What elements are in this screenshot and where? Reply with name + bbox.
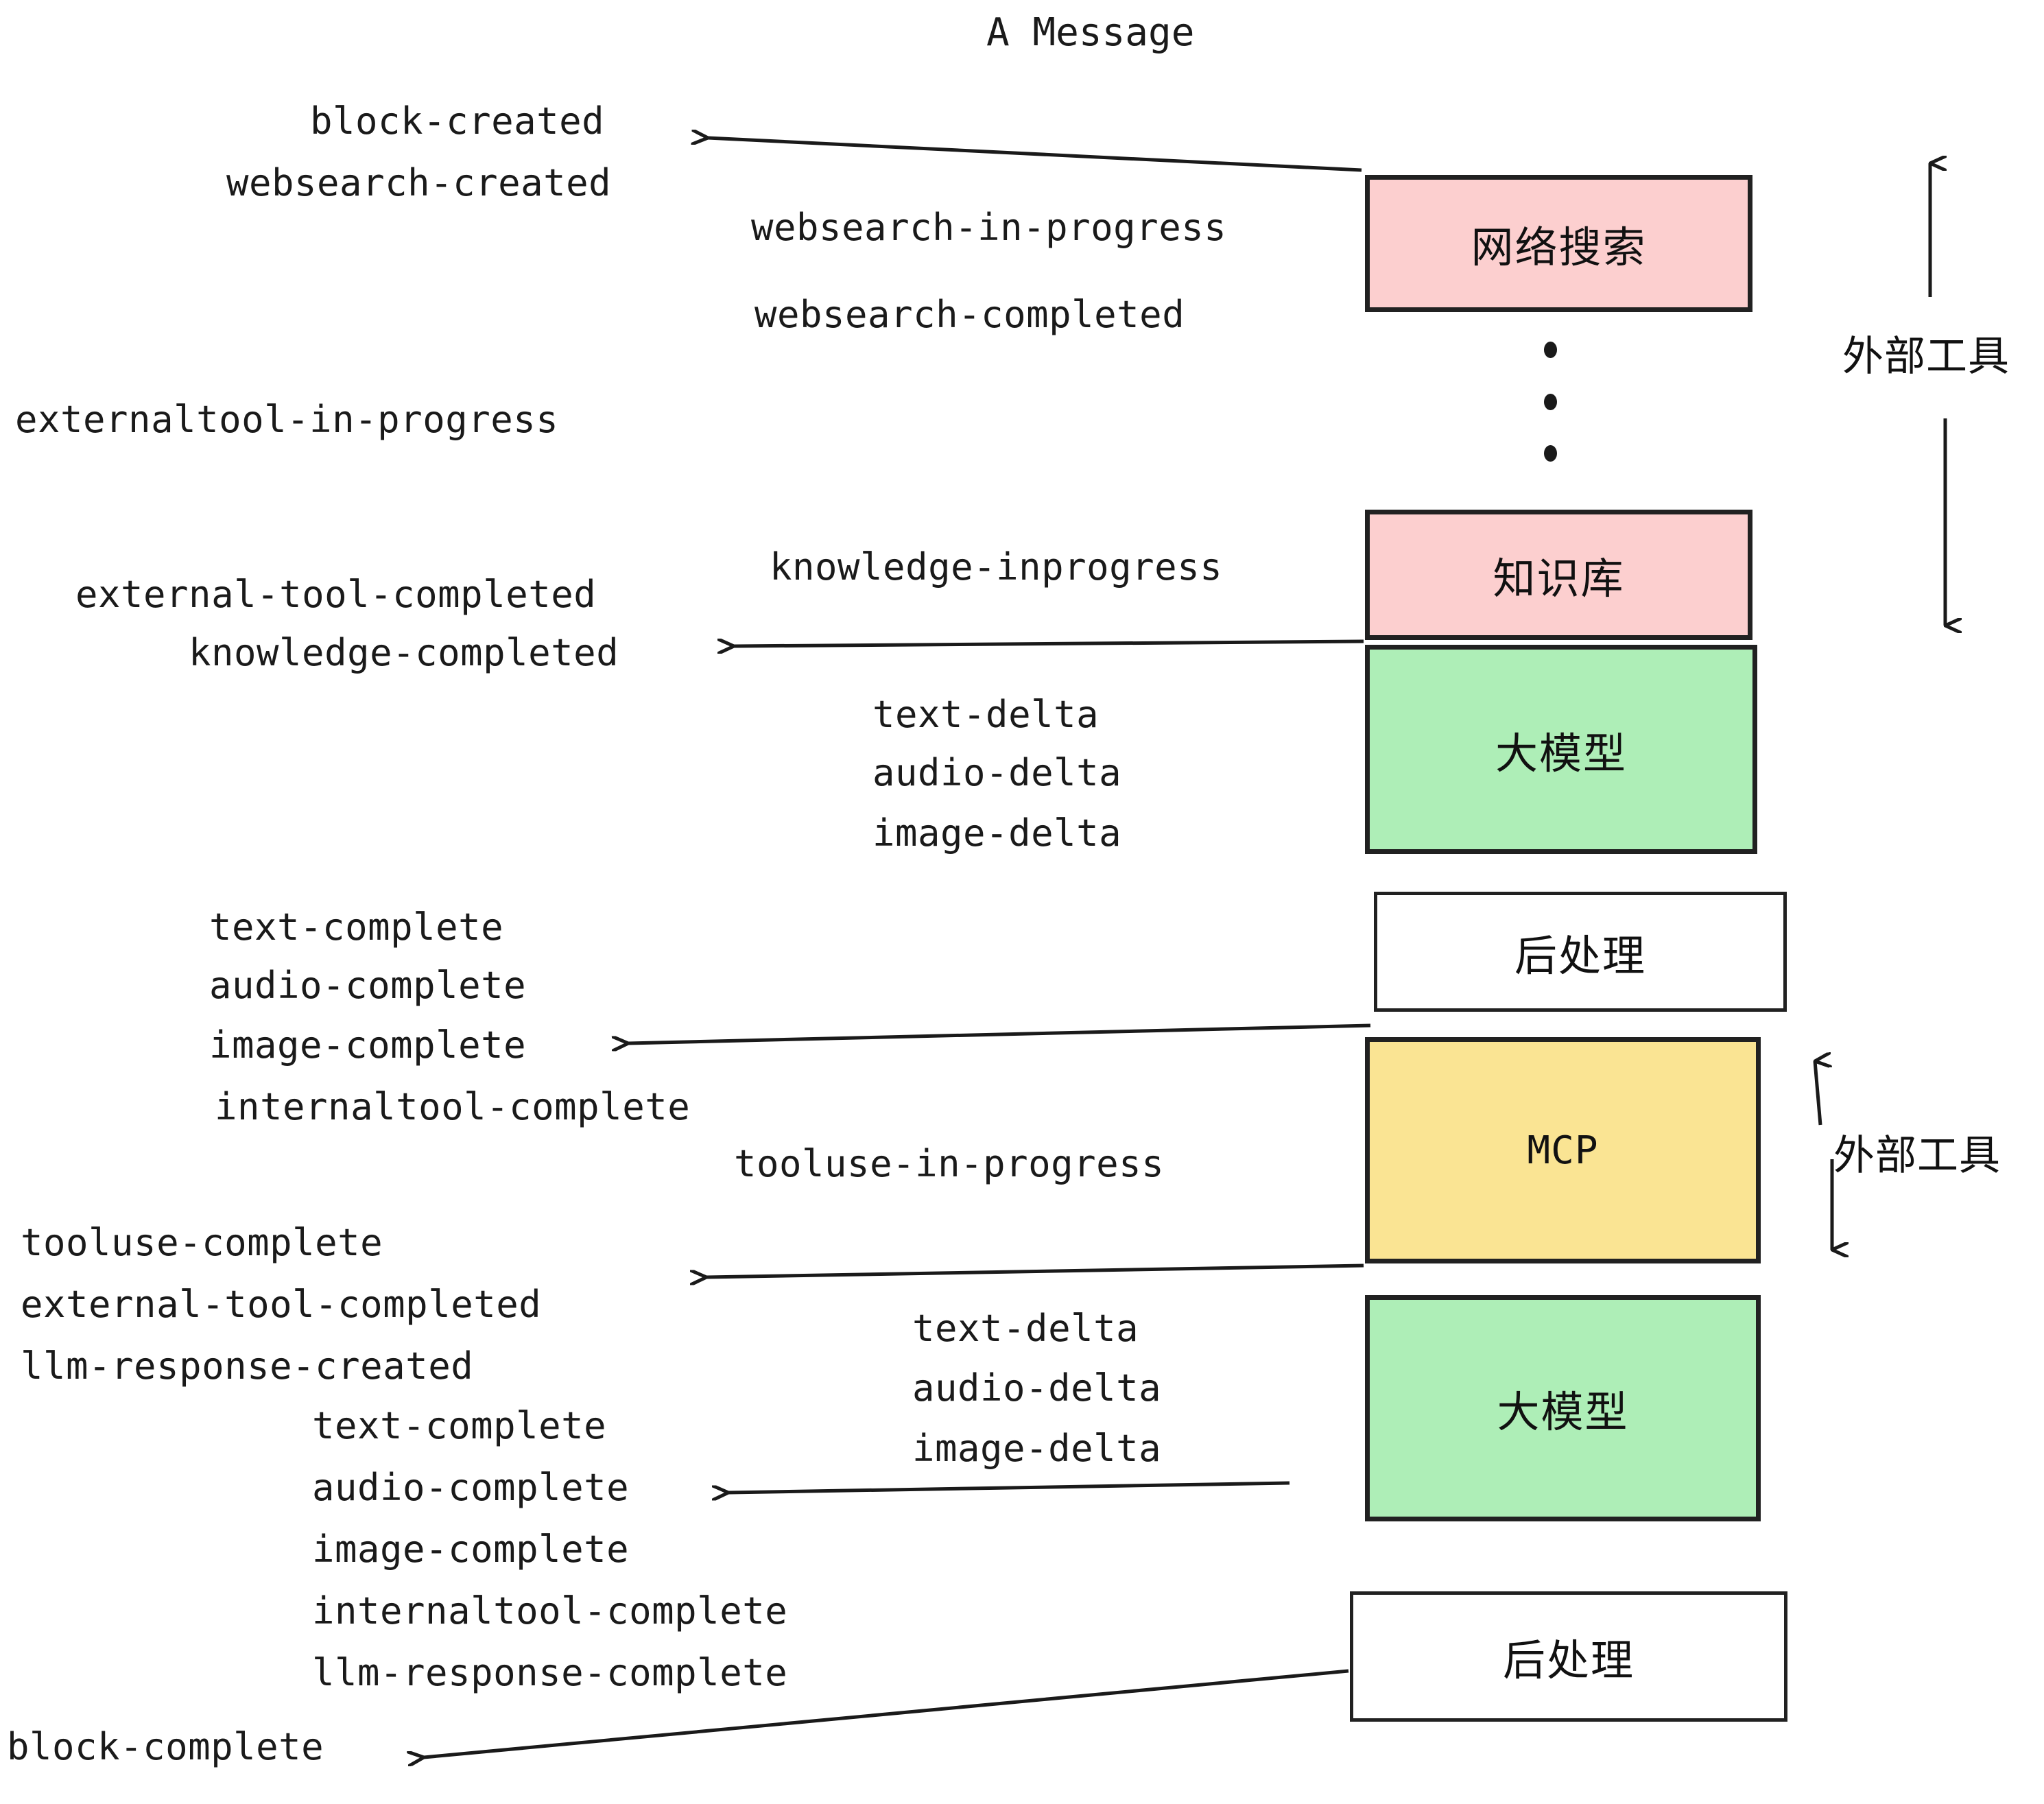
node-postprocess-second-label: 后处理 — [1502, 1635, 1635, 1685]
event-text-complete-second: text-complete — [312, 1404, 607, 1447]
event-tooluse-in-progress: tooluse-in-progress — [734, 1142, 1165, 1185]
external-tools-label-bottom: 外部工具 — [1833, 1132, 2001, 1180]
ellipsis-dot — [1543, 445, 1557, 462]
ellipsis-dot — [1543, 393, 1557, 410]
event-knowledge-completed: knowledge-completed — [189, 631, 619, 674]
event-image-delta-first: image-delta — [872, 811, 1122, 855]
node-knowledge[interactable]: 知识库 — [1365, 510, 1752, 640]
event-audio-complete-second: audio-complete — [312, 1466, 630, 1509]
node-postprocess-second[interactable]: 后处理 — [1350, 1591, 1787, 1722]
event-websearch-completed: websearch-completed — [754, 293, 1185, 336]
event-external-tool-completed-second: external-tool-completed — [21, 1283, 542, 1326]
event-websearch-in-progress: websearch-in-progress — [751, 206, 1227, 249]
event-audio-complete-first: audio-complete — [209, 964, 527, 1007]
node-llm-second[interactable]: 大模型 — [1365, 1295, 1761, 1521]
node-postprocess-first-label: 后处理 — [1514, 930, 1646, 981]
vertical-ellipsis — [1542, 342, 1558, 462]
event-block-complete: block-complete — [7, 1725, 324, 1768]
arrow-external-tools-up-bottom — [1815, 1061, 1820, 1126]
event-external-tool-completed-first: external-tool-completed — [75, 573, 597, 616]
arrow-llm-to-audio-complete — [728, 1481, 1290, 1493]
node-websearch-label: 网络搜索 — [1471, 222, 1647, 272]
arrow-mcp-to-tooluse-complete — [706, 1263, 1364, 1277]
event-text-delta-second: text-delta — [912, 1307, 1139, 1350]
event-block-created: block-created — [310, 99, 605, 143]
event-tooluse-complete: tooluse-complete — [21, 1221, 383, 1264]
node-postprocess-first[interactable]: 后处理 — [1374, 892, 1787, 1012]
arrow-knowledge-to-completed — [734, 641, 1364, 646]
event-internaltool-complete-second: internaltool-complete — [312, 1589, 788, 1633]
external-tools-label-top: 外部工具 — [1842, 333, 2010, 381]
event-audio-delta-first: audio-delta — [872, 751, 1122, 794]
node-mcp[interactable]: MCP — [1365, 1037, 1761, 1263]
event-internaltool-complete-first: internaltool-complete — [215, 1085, 691, 1128]
node-knowledge-label: 知识库 — [1493, 554, 1625, 604]
event-llm-response-created: llm-response-created — [21, 1344, 474, 1388]
event-image-complete-first: image-complete — [209, 1023, 527, 1067]
ellipsis-dot — [1543, 342, 1557, 358]
event-externaltool-in-progress: externaltool-in-progress — [15, 398, 559, 441]
arrow-websearch-to-created — [708, 138, 1362, 172]
event-llm-response-complete: llm-response-complete — [312, 1651, 788, 1694]
node-llm-first-label: 大模型 — [1495, 728, 1627, 779]
node-websearch[interactable]: 网络搜索 — [1365, 175, 1752, 312]
event-websearch-created: websearch-created — [226, 161, 612, 204]
page-title: A Message — [986, 10, 1195, 55]
node-llm-second-label: 大模型 — [1497, 1387, 1629, 1437]
event-knowledge-inprogress: knowledge-inprogress — [770, 545, 1223, 589]
node-mcp-label: MCP — [1527, 1128, 1599, 1173]
arrow-post-to-image-complete — [628, 1023, 1371, 1043]
event-audio-delta-second: audio-delta — [912, 1366, 1162, 1410]
event-image-complete-second: image-complete — [312, 1528, 630, 1571]
event-text-complete-first: text-complete — [209, 905, 504, 949]
event-text-delta-first: text-delta — [872, 693, 1100, 736]
node-llm-first[interactable]: 大模型 — [1365, 645, 1757, 854]
event-image-delta-second: image-delta — [912, 1427, 1162, 1470]
